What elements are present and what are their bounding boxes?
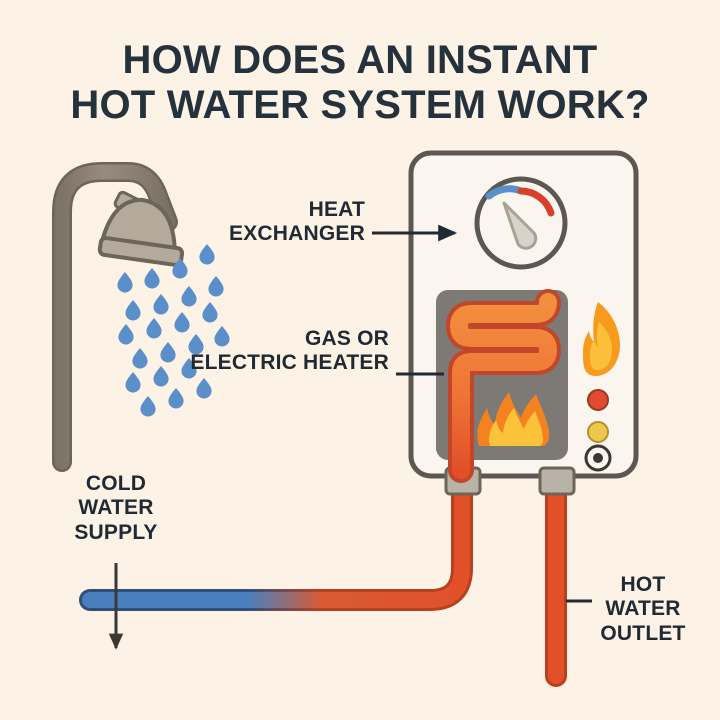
callout-hot-water-outlet-line-3: OUTLET — [600, 621, 686, 645]
page-title-line-2: HOT WATER SYSTEM WORK? — [70, 82, 650, 127]
water-heater-unit — [408, 150, 639, 496]
callout-gas-or-electric-heater: GAS OR ELECTRIC HEATER — [140, 327, 389, 376]
callout-hot-water-outlet: HOT WATER OUTLET — [588, 573, 698, 646]
callout-cold-water-supply-line-2: WATER — [78, 496, 154, 520]
hot-outlet-connector — [538, 466, 576, 496]
callout-heat-exchanger-line-2: EXCHANGER — [229, 222, 365, 246]
callout-cold-water-supply-line-1: COLD — [85, 472, 147, 495]
callout-heat-exchanger: HEAT EXCHANGER — [160, 198, 365, 247]
gauge-arc-hot — [517, 187, 555, 217]
shower-head-faceplate — [97, 236, 185, 267]
water-droplets — [117, 244, 230, 417]
callout-hot-water-outlet-line-2: WATER — [605, 597, 681, 621]
callout-gas-or-electric-heater-line-1: GAS OR — [304, 327, 389, 350]
callout-hot-water-outlet-line-1: HOT — [620, 573, 666, 596]
shower-pipe-fill — [54, 164, 176, 470]
callout-cold-water-supply: COLD WATER SUPPLY — [56, 472, 176, 545]
page-title-line-1: HOW DOES AN INSTANT — [122, 38, 598, 82]
callout-cold-water-supply-line-3: SUPPLY — [74, 520, 158, 544]
power-light[interactable] — [587, 389, 609, 411]
status-light[interactable] — [587, 421, 609, 443]
gauge-needle-outline — [502, 201, 538, 250]
supply-pipe-run — [79, 465, 473, 611]
supply-pipe-fill — [82, 468, 470, 608]
heat-exchanger-coil — [450, 293, 557, 479]
page-title: HOW DOES AN INSTANT HOT WATER SYSTEM WOR… — [0, 38, 720, 128]
callout-gas-or-electric-heater-line-2: ELECTRIC HEATER — [190, 351, 389, 375]
burner-flame-icon — [477, 392, 550, 446]
side-flame-icon — [583, 302, 620, 376]
control-knob[interactable] — [584, 444, 612, 472]
temperature-gauge — [474, 176, 568, 270]
shower-assembly — [52, 162, 230, 472]
callout-heat-exchanger-line-1: HEAT — [308, 198, 365, 221]
gauge-needle — [504, 203, 536, 249]
